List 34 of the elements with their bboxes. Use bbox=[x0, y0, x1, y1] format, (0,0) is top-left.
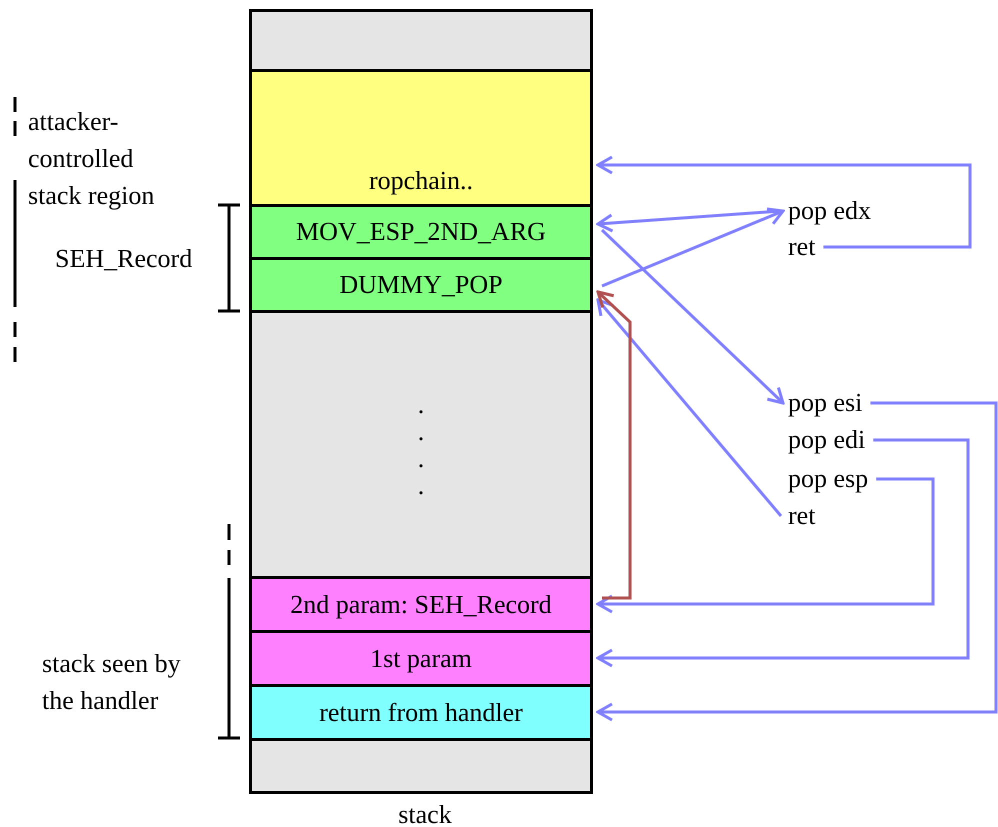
stack-slot bbox=[249, 576, 593, 633]
instruction-text: pop esp bbox=[788, 464, 868, 494]
arrow bbox=[596, 290, 632, 600]
arrow bbox=[596, 438, 970, 668]
stack-slot bbox=[249, 630, 593, 687]
stack-slot bbox=[249, 204, 593, 260]
ellipsis-dots: . . . . bbox=[416, 390, 426, 498]
arrow bbox=[601, 207, 784, 288]
instruction-text: pop esi bbox=[788, 388, 862, 418]
instruction-text: pop edi bbox=[788, 425, 866, 455]
slot-label: 1st param bbox=[370, 644, 472, 674]
slot-label: MOV_ESP_2ND_ARG bbox=[296, 217, 546, 247]
arrow bbox=[596, 402, 998, 722]
caption-label: stack bbox=[397, 799, 453, 827]
slot-label: 2nd param: SEH_Record bbox=[290, 590, 552, 620]
region-label: attacker-controlled stack region bbox=[28, 106, 156, 212]
stack-slot bbox=[249, 684, 593, 741]
region-label: stack seen by the handler bbox=[42, 648, 182, 717]
stack-slot bbox=[249, 738, 593, 794]
arrow bbox=[600, 228, 784, 404]
slot-label: ropchain.. bbox=[369, 166, 473, 196]
instruction-text: ret bbox=[788, 232, 816, 262]
instruction-text: pop edx bbox=[788, 196, 872, 226]
arrow bbox=[596, 156, 972, 248]
stack-slot bbox=[249, 310, 593, 579]
stack-slot bbox=[249, 9, 593, 72]
instruction-text: ret bbox=[788, 501, 816, 531]
slot-label: return from handler bbox=[319, 698, 523, 728]
slot-label: DUMMY_POP bbox=[339, 270, 503, 300]
stack-slot bbox=[249, 257, 593, 313]
stack-slot bbox=[249, 69, 593, 207]
arrow bbox=[596, 298, 782, 517]
region-label: SEH_Record bbox=[55, 243, 194, 275]
arrow bbox=[596, 478, 934, 614]
